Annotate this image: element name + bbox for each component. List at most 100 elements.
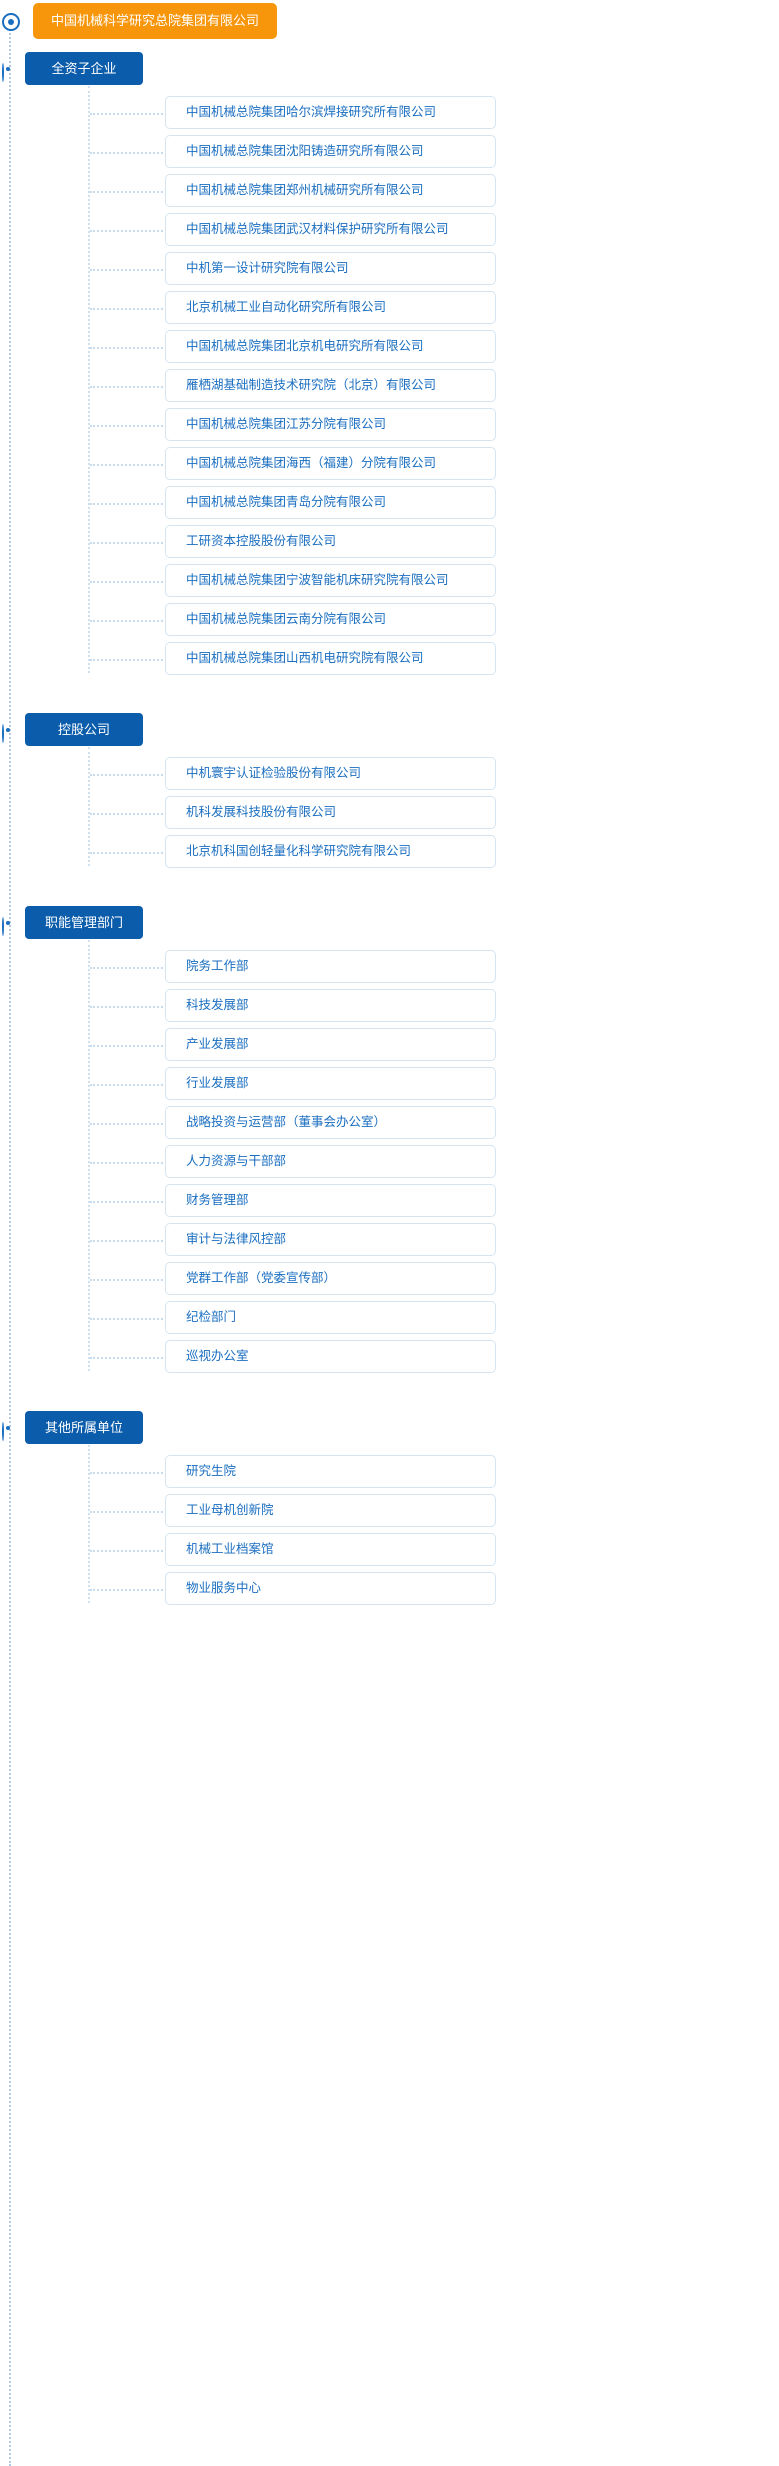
group-header: 控股公司 — [0, 707, 779, 755]
item-connector-line — [90, 347, 163, 349]
org-unit-box[interactable]: 物业服务中心 — [165, 1572, 496, 1605]
list-item: 科技发展部 — [0, 987, 779, 1026]
group-items-list: 院务工作部科技发展部产业发展部行业发展部战略投资与运营部（董事会办公室） 人力资源… — [0, 940, 779, 1377]
org-unit-box[interactable]: 中国机械总院集团青岛分院有限公司 — [165, 486, 496, 519]
item-connector-line — [90, 113, 163, 115]
org-unit-box[interactable]: 战略投资与运营部（董事会办公室） — [165, 1106, 496, 1139]
item-connector-line — [90, 1511, 163, 1513]
item-connector-line — [90, 1279, 163, 1281]
item-connector-line — [90, 191, 163, 193]
org-unit-box[interactable]: 中机寰宇认证检验股份有限公司 — [165, 757, 496, 790]
item-connector-line — [90, 230, 163, 232]
list-item: 中国机械总院集团青岛分院有限公司 — [0, 484, 779, 523]
org-unit-box[interactable]: 中国机械总院集团沈阳铸造研究所有限公司 — [165, 135, 496, 168]
list-item: 中国机械总院集团北京机电研究所有限公司 — [0, 328, 779, 367]
org-unit-box[interactable]: 北京机械工业自动化研究所有限公司 — [165, 291, 496, 324]
node-marker-icon — [2, 63, 4, 82]
org-unit-box[interactable]: 巡视办公室 — [165, 1340, 496, 1373]
org-unit-box[interactable]: 中国机械总院集团郑州机械研究所有限公司 — [165, 174, 496, 207]
org-unit-box[interactable]: 机械工业档案馆 — [165, 1533, 496, 1566]
group-branch-line — [88, 86, 90, 673]
item-connector-line — [90, 1240, 163, 1242]
list-item: 中机第一设计研究院有限公司 — [0, 250, 779, 289]
org-unit-box[interactable]: 中国机械总院集团云南分院有限公司 — [165, 603, 496, 636]
group-label-2[interactable]: 控股公司 — [25, 713, 143, 746]
org-unit-box[interactable]: 北京机科国创轻量化科学研究院有限公司 — [165, 835, 496, 868]
item-connector-line — [90, 774, 163, 776]
list-item: 工业母机创新院 — [0, 1492, 779, 1531]
org-unit-box[interactable]: 纪检部门 — [165, 1301, 496, 1334]
list-item: 纪检部门 — [0, 1299, 779, 1338]
item-connector-line — [90, 1006, 163, 1008]
item-connector-line — [90, 542, 163, 544]
list-item: 审计与法律风控部 — [0, 1221, 779, 1260]
org-unit-box[interactable]: 中国机械总院集团山西机电研究院有限公司 — [165, 642, 496, 675]
org-unit-box[interactable]: 机科发展科技股份有限公司 — [165, 796, 496, 829]
list-item: 中国机械总院集团海西（福建）分院有限公司 — [0, 445, 779, 484]
item-connector-line — [90, 1084, 163, 1086]
group-section: 其他所属单位研究生院工业母机创新院机械工业档案馆物业服务中心 — [0, 1405, 779, 1637]
list-item: 中机寰宇认证检验股份有限公司 — [0, 755, 779, 794]
item-connector-line — [90, 503, 163, 505]
list-item: 行业发展部 — [0, 1065, 779, 1104]
list-item: 机科发展科技股份有限公司 — [0, 794, 779, 833]
vertical-spine-line — [9, 22, 11, 2466]
item-connector-line — [90, 852, 163, 854]
group-label-4[interactable]: 其他所属单位 — [25, 1411, 143, 1444]
org-unit-box[interactable]: 行业发展部 — [165, 1067, 496, 1100]
org-unit-box[interactable]: 中国机械总院集团海西（福建）分院有限公司 — [165, 447, 496, 480]
item-connector-line — [90, 1162, 163, 1164]
org-unit-box[interactable]: 研究生院 — [165, 1455, 496, 1488]
group-branch-line — [88, 940, 90, 1371]
node-marker-icon — [2, 917, 4, 936]
node-marker-icon — [2, 1422, 4, 1441]
org-unit-box[interactable]: 中国机械总院集团江苏分院有限公司 — [165, 408, 496, 441]
org-unit-box[interactable]: 中机第一设计研究院有限公司 — [165, 252, 496, 285]
org-unit-box[interactable]: 中国机械总院集团北京机电研究所有限公司 — [165, 330, 496, 363]
group-label-3[interactable]: 职能管理部门 — [25, 906, 143, 939]
list-item: 财务管理部 — [0, 1182, 779, 1221]
org-unit-box[interactable]: 党群工作部（党委宣传部） — [165, 1262, 496, 1295]
item-connector-line — [90, 464, 163, 466]
org-unit-box[interactable]: 审计与法律风控部 — [165, 1223, 496, 1256]
groups-container: 全资子企业中国机械总院集团哈尔滨焊接研究所有限公司中国机械总院集团沈阳铸造研究所… — [0, 46, 779, 1637]
org-unit-box[interactable]: 工研资本控股股份有限公司 — [165, 525, 496, 558]
list-item: 巡视办公室 — [0, 1338, 779, 1377]
list-item: 中国机械总院集团宁波智能机床研究院有限公司 — [0, 562, 779, 601]
org-unit-box[interactable]: 科技发展部 — [165, 989, 496, 1022]
root-node-box[interactable]: 中国机械科学研究总院集团有限公司 — [33, 3, 278, 39]
list-item: 工研资本控股股份有限公司 — [0, 523, 779, 562]
org-unit-box[interactable]: 产业发展部 — [165, 1028, 496, 1061]
org-unit-box[interactable]: 财务管理部 — [165, 1184, 496, 1217]
list-item: 中国机械总院集团郑州机械研究所有限公司 — [0, 172, 779, 211]
item-connector-line — [90, 967, 163, 969]
item-connector-line — [90, 1318, 163, 1320]
item-connector-line — [90, 1201, 163, 1203]
item-connector-line — [90, 269, 163, 271]
group-header: 全资子企业 — [0, 46, 779, 94]
item-connector-line — [90, 1472, 163, 1474]
org-unit-box[interactable]: 人力资源与干部部 — [165, 1145, 496, 1178]
section-spacer — [0, 1609, 779, 1637]
org-unit-box[interactable]: 院务工作部 — [165, 950, 496, 983]
org-unit-box[interactable]: 雁栖湖基础制造技术研究院（北京）有限公司 — [165, 369, 496, 402]
item-connector-line — [90, 1589, 163, 1591]
group-branch-line — [88, 747, 90, 866]
group-label-1[interactable]: 全资子企业 — [25, 52, 143, 85]
group-branch-line — [88, 1445, 90, 1603]
org-unit-box[interactable]: 中国机械总院集团宁波智能机床研究院有限公司 — [165, 564, 496, 597]
org-unit-box[interactable]: 工业母机创新院 — [165, 1494, 496, 1527]
item-connector-line — [90, 1045, 163, 1047]
org-unit-box[interactable]: 中国机械总院集团武汉材料保护研究所有限公司 — [165, 213, 496, 246]
group-section: 全资子企业中国机械总院集团哈尔滨焊接研究所有限公司中国机械总院集团沈阳铸造研究所… — [0, 46, 779, 707]
group-header: 职能管理部门 — [0, 900, 779, 948]
list-item: 中国机械总院集团山西机电研究院有限公司 — [0, 640, 779, 679]
item-connector-line — [90, 152, 163, 154]
list-item: 雁栖湖基础制造技术研究院（北京）有限公司 — [0, 367, 779, 406]
org-unit-box[interactable]: 中国机械总院集团哈尔滨焊接研究所有限公司 — [165, 96, 496, 129]
item-connector-line — [90, 308, 163, 310]
list-item: 战略投资与运营部（董事会办公室） — [0, 1104, 779, 1143]
section-spacer — [0, 679, 779, 707]
list-item: 机械工业档案馆 — [0, 1531, 779, 1570]
